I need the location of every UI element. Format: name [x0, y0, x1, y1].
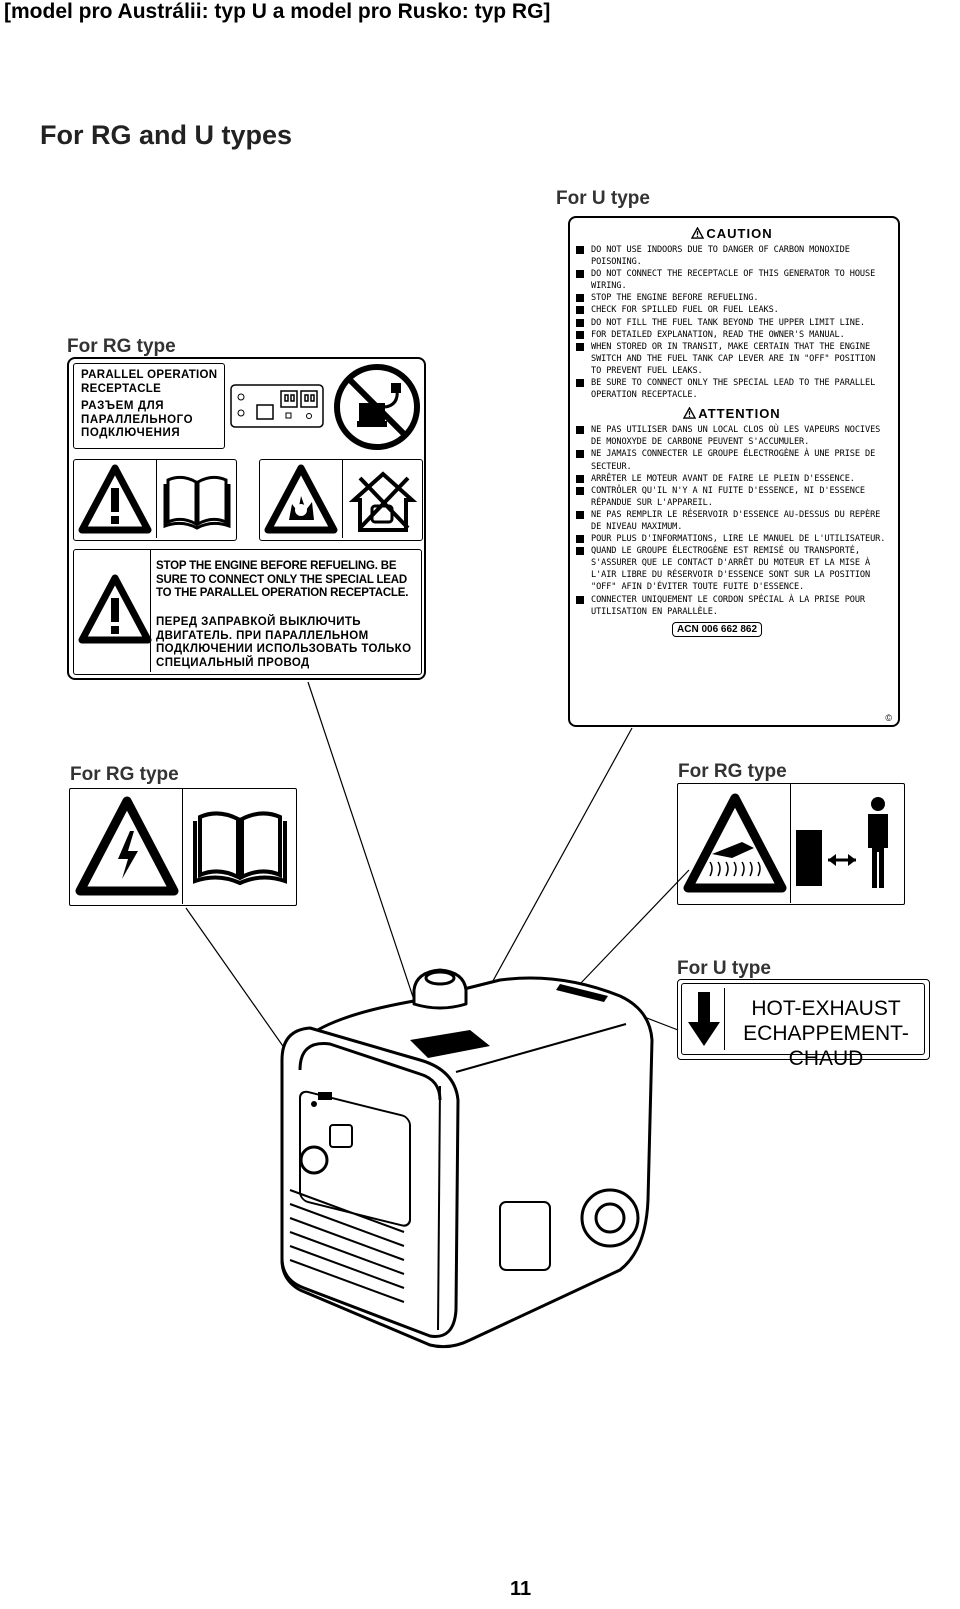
shock-label-panel: [69, 788, 297, 906]
caution-item: QUAND LE GROUPE ÉLECTROGÈNE EST REMISÉ O…: [576, 545, 888, 593]
keep-distance-icon: [796, 797, 888, 888]
no-indoor-use-icon: [348, 471, 418, 532]
caution-item: DO NOT CONNECT THE RECEPTACLE OF THIS GE…: [576, 268, 888, 292]
down-arrow-icon: [688, 992, 720, 1046]
caution-item: NE JAMAIS CONNECTER LE GROUPE ÉLECTROGÈN…: [576, 448, 888, 472]
caution-item: ARRÊTER LE MOTEUR AVANT DE FAIRE LE PLEI…: [576, 473, 888, 485]
receptacle-diagram-icon: [230, 384, 324, 428]
caution-item: CHECK FOR SPILLED FUEL OR FUEL LEAKS.: [576, 304, 888, 316]
hot-exhaust-text: HOT-EXHAUST ECHAPPEMENT-CHAUD: [743, 997, 909, 1070]
shock-decal-mark: [318, 1092, 332, 1100]
hot-surface-label-panel: [677, 783, 905, 905]
caution-item: CONTRÔLER QU'IL N'Y A NI FUITE D'ESSENCE…: [576, 485, 888, 509]
page-number: 11: [510, 1578, 532, 1600]
caution-item: WHEN STORED OR IN TRANSIT, MAKE CERTAIN …: [576, 341, 888, 377]
caution-item: POUR PLUS D'INFORMATIONS, LIRE LE MANUEL…: [576, 533, 888, 545]
label-rg-type-left: For RG type: [67, 336, 176, 357]
caution-item: DO NOT USE INDOORS DUE TO DANGER OF CARB…: [576, 244, 888, 268]
electric-shock-icon: [75, 796, 179, 896]
page-header: [model pro Austrálii: typ U a model pro …: [4, 0, 551, 23]
caution-item: DO NOT FILL THE FUEL TANK BEYOND THE UPP…: [576, 317, 888, 329]
warning-triangle-icon: [78, 464, 152, 534]
caution-heading: CAUTION: [576, 226, 888, 241]
warning-triangle-icon: [78, 574, 152, 644]
hot-exhaust-label-panel: HOT-EXHAUST ECHAPPEMENT-CHAUD: [677, 979, 930, 1070]
attention-list-fr: NE PAS UTILISER DANS UN LOCAL CLOS OÙ LE…: [576, 424, 888, 618]
generator-body: [280, 968, 654, 1349]
fire-explosion-icon: [264, 464, 338, 534]
caution-label-panel: CAUTION DO NOT USE INDOORS DUE TO DANGER…: [568, 216, 900, 727]
no-house-wiring-icon: [334, 364, 420, 450]
label-u-type-top: For U type: [556, 188, 650, 209]
rg-label-panel: PARALLEL OPERATION RECEPTACLE РАЗЪЕМ ДЛЯ…: [67, 357, 426, 680]
hot-exhaust-decal-mark: [556, 984, 608, 1002]
label-u-type-bottom: For U type: [677, 958, 771, 979]
warning-triangle-icon: [683, 407, 697, 419]
stop-engine-box: STOP THE ENGINE BEFORE REFUELING. BE SUR…: [73, 549, 422, 675]
caution-list-en: DO NOT USE INDOORS DUE TO DANGER OF CARB…: [576, 244, 888, 401]
caution-item: STOP THE ENGINE BEFORE REFUELING.: [576, 292, 888, 304]
label-rg-type-mid-left: For RG type: [70, 764, 179, 785]
owners-manual-icon: [163, 475, 231, 530]
warning-triangle-icon: [691, 227, 705, 239]
parallel-receptacle-mark: [311, 1101, 317, 1107]
section-title: For RG and U types: [40, 120, 293, 150]
explosion-house-box: [259, 459, 423, 541]
caution-item: NE PAS REMPLIR LE RÉSERVOIR D'ESSENCE AU…: [576, 509, 888, 533]
attention-heading: ATTENTION: [576, 406, 888, 421]
owners-manual-icon: [193, 811, 287, 886]
label-rg-type-mid-right: For RG type: [678, 761, 787, 782]
caution-item: NE PAS UTILISER DANS UN LOCAL CLOS OÙ LE…: [576, 424, 888, 448]
caution-item: CONNECTER UNIQUEMENT LE CORDON SPÉCIAL À…: [576, 594, 888, 618]
caution-item: BE SURE TO CONNECT ONLY THE SPECIAL LEAD…: [576, 377, 888, 401]
acn-number: ACN 006 662 862: [672, 621, 763, 637]
parallel-receptacle-box: PARALLEL OPERATION RECEPTACLE РАЗЪЕМ ДЛЯ…: [73, 363, 225, 449]
hot-surface-icon: [683, 793, 787, 893]
caution-decal-mark: [410, 1030, 490, 1058]
caution-item: FOR DETAILED EXPLANATION, READ THE OWNER…: [576, 329, 888, 341]
warning-manual-box: [73, 459, 237, 541]
copyright-mark: ©: [885, 713, 892, 723]
